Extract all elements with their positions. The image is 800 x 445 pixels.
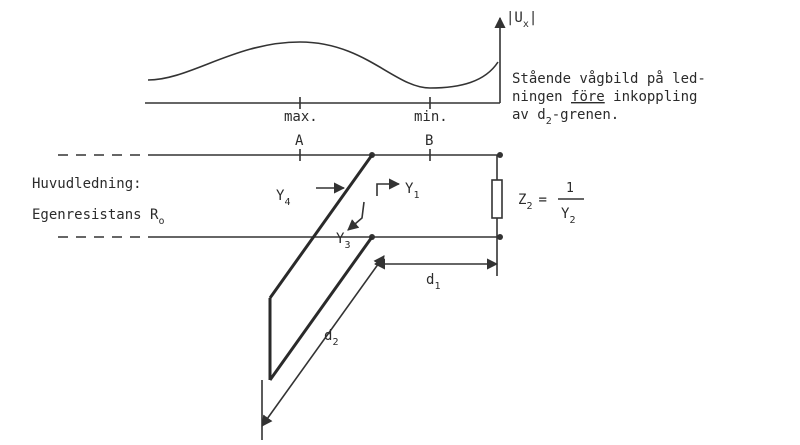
stub-conductor-outer [268, 154, 374, 299]
min-label: min. [414, 109, 448, 125]
point-a-label: A [295, 133, 304, 149]
caption-line-2: ningen före inkoppling [512, 89, 697, 105]
dimensions: d1 d2 [261, 237, 499, 440]
main-line-title: Huvudledning: [32, 176, 142, 192]
standing-wave-curve [147, 41, 499, 89]
load-lhs: Z2= [518, 192, 547, 212]
standing-wave-plot: max. min. |Ux| Stående vågbild på led- n… [145, 10, 706, 127]
max-label: max. [284, 109, 318, 125]
y1-arrow [376, 178, 401, 196]
point-b-label: B [425, 133, 433, 149]
caption-underlined-word: före [571, 89, 605, 105]
d1-label: d1 [426, 272, 440, 292]
load-numerator: 1 [566, 181, 574, 196]
d2-dimension-line [261, 255, 385, 427]
load-junction-bottom [497, 234, 503, 240]
stub-conductor-inner [268, 236, 374, 381]
y3-arrow [347, 201, 365, 231]
d2-label: d2 [324, 328, 338, 348]
load-denominator: Y2 [561, 206, 575, 226]
y3-label: Y3 [336, 231, 350, 251]
caption-line-1: Stående vågbild på led- [512, 70, 706, 87]
y1-label: Y1 [405, 181, 419, 201]
load-resistor [491, 179, 503, 219]
y4-label: Y4 [276, 188, 290, 208]
caption-line-3: av d2-grenen. [512, 107, 619, 127]
load-junction-top [497, 152, 503, 158]
main-line: A B Huvudledning: Egenresistans Ro [32, 133, 503, 240]
admittance-markers: Y4 Y1 Y3 [276, 178, 419, 251]
main-line-resistance: Egenresistans Ro [32, 207, 164, 227]
load-impedance: Z2= 1 Y2 [491, 155, 584, 237]
wave-axis-label: |Ux| [506, 10, 537, 30]
